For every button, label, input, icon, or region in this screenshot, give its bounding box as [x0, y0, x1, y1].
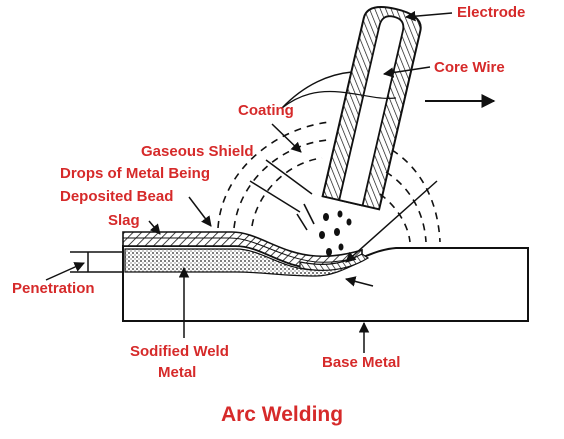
gaseous-shield-label: Gaseous Shield	[141, 143, 254, 160]
arc-lines	[296, 203, 315, 231]
weld-pool-leader	[344, 276, 374, 287]
leader-lines	[45, 10, 453, 353]
drops-label-line1: Drops of Metal Being	[60, 165, 211, 182]
drops-label-line2: Deposited Bead	[60, 188, 174, 205]
coating-curve-tip	[281, 90, 397, 109]
core-wire-label: Core Wire	[434, 59, 505, 76]
slag-label: Slag	[108, 212, 140, 229]
solidified-weld-label-line2: Metal	[158, 364, 197, 381]
weld-pool	[299, 253, 370, 271]
coating-curve	[281, 71, 353, 109]
metal-drops	[319, 210, 352, 256]
arc-pointer-leader	[345, 180, 438, 263]
deposited-bead-leader	[188, 196, 212, 227]
electrode-leader	[404, 10, 453, 22]
penetration-label: Penetration	[12, 280, 95, 297]
penetration-leader	[45, 262, 85, 281]
diagram-title: Arc Welding	[220, 403, 344, 426]
electrode-label: Electrode	[457, 4, 526, 21]
base-metal-label: Base Metal	[322, 354, 401, 371]
slag-leader	[148, 220, 161, 235]
coating-label: Coating	[238, 102, 294, 119]
solidified-weld-label-line1: Sodified Weld	[130, 343, 229, 360]
drops-leader	[249, 180, 301, 213]
coating-leader	[271, 123, 302, 153]
gaseous-shield-leader	[265, 159, 313, 195]
core-wire-leader	[382, 66, 431, 78]
gaseous-shield-arcs	[217, 121, 441, 243]
core-wire	[338, 15, 405, 207]
electrode	[321, 6, 422, 211]
